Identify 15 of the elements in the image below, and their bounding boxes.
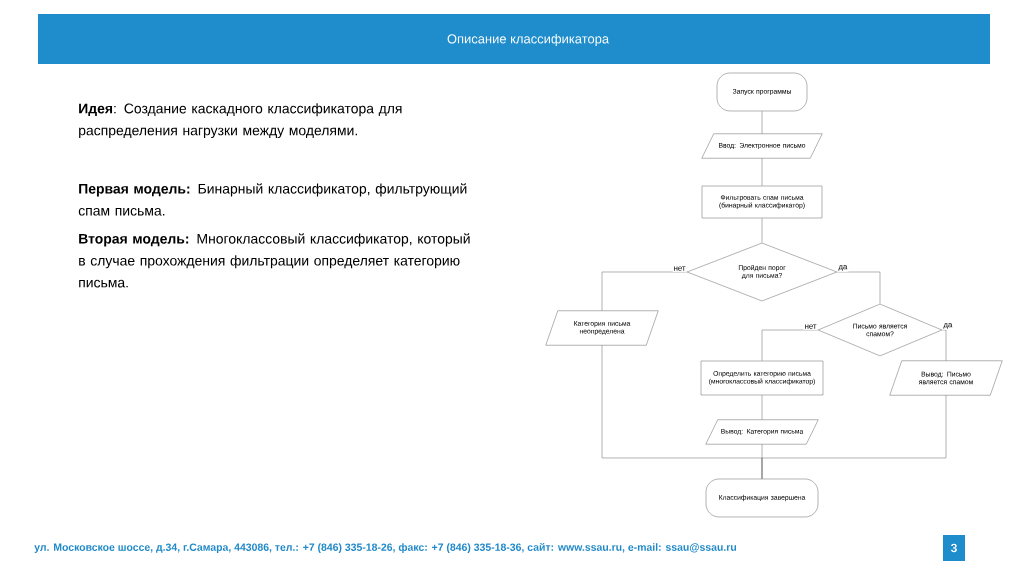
- connector-line: [761, 395, 947, 479]
- page-number: 3: [943, 535, 965, 561]
- connector-line: [601, 271, 687, 311]
- title: Описание классификатора: [447, 33, 610, 47]
- footer-address: ул. Московское шоссе, д.34, г.Самара, 443086, тел.: +7 (846) 335-18-26, факс: +7 (846) 335-18-36, сайт: www.ssau.ru, e-mail: ssau@ssau.ru: [34, 543, 737, 553]
- connector-line: [761, 158, 763, 186]
- paragraph: Идея: Создание каскадного классификатора для распределения нагрузки между моделями.: [79, 103, 402, 139]
- connector-line: [942, 329, 947, 361]
- paragraph: Первая модель: Бинарный классификатор, фильтрующий спам письма.: [78, 183, 467, 216]
- connector-line: [761, 329, 818, 361]
- connector-line: [837, 271, 881, 304]
- connector-line: [761, 395, 763, 420]
- connector-line: [761, 218, 763, 243]
- paragraph: Вторая модель: Многоклассовый классификатор, который в случае прохождения фильтрации определяет категорию письма.: [79, 233, 470, 288]
- connector-line: [761, 111, 763, 134]
